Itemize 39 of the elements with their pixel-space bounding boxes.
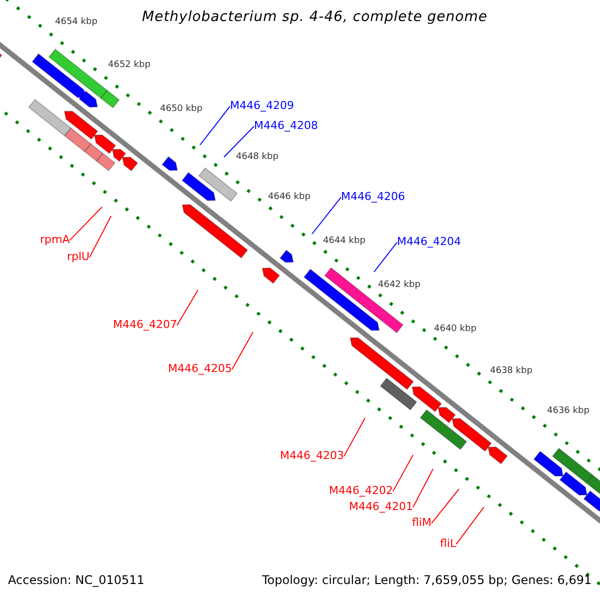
leader-line (200, 106, 230, 146)
scale-label: 4654 kbp (55, 17, 98, 28)
gene-label: M446_4205 (168, 363, 232, 376)
gene-label: M446_4208 (254, 120, 318, 133)
leader-line (176, 290, 198, 326)
leader-line (392, 454, 414, 492)
leader-line (430, 488, 460, 524)
leader-line (412, 468, 434, 508)
gene-label: M446_4204 (397, 236, 461, 249)
genome-summary-text: Topology: circular; Length: 7,659,055 bp; Genes: 6,691 (262, 574, 592, 588)
leader-line (89, 216, 112, 258)
gene-label: M446_4202 (329, 485, 393, 498)
leader-line (224, 126, 254, 158)
gene-label: M446_4203 (280, 450, 344, 463)
scale-label: 4650 kbp (160, 104, 202, 114)
leader-line (456, 506, 484, 545)
scale-label: 4638 kbp (490, 366, 532, 376)
scale-label: 4644 kbp (323, 236, 366, 246)
gene-label: M446_4201 (349, 501, 413, 514)
gene-label: M446_4207 (113, 319, 177, 332)
leader-line (343, 418, 366, 457)
leader-line (69, 206, 102, 241)
scale-label: 4642 kbp (378, 280, 420, 290)
accession-text: Accession: NC_010511 (8, 574, 144, 588)
gene-label: rpmA (40, 234, 70, 247)
leader-line (231, 332, 254, 370)
title: Methylobacterium sp. 4-46, complete genome (142, 9, 488, 26)
gene-label: fliL (440, 538, 456, 551)
gene-label: M446_4209 (230, 100, 294, 113)
scale-label: 4648 kbp (236, 152, 278, 162)
leader-line (312, 196, 342, 234)
gene-label: rplU (67, 251, 90, 264)
leader-line (374, 242, 398, 272)
scale-label: 4652 kbp (108, 60, 150, 70)
scale-label: 4636 kbp (547, 406, 590, 416)
gene-label: M446_4206 (341, 191, 405, 204)
gene-label: fliM (412, 517, 432, 530)
scale-label: 4646 kbp (268, 192, 310, 202)
scale-label: 4640 kbp (434, 324, 476, 334)
